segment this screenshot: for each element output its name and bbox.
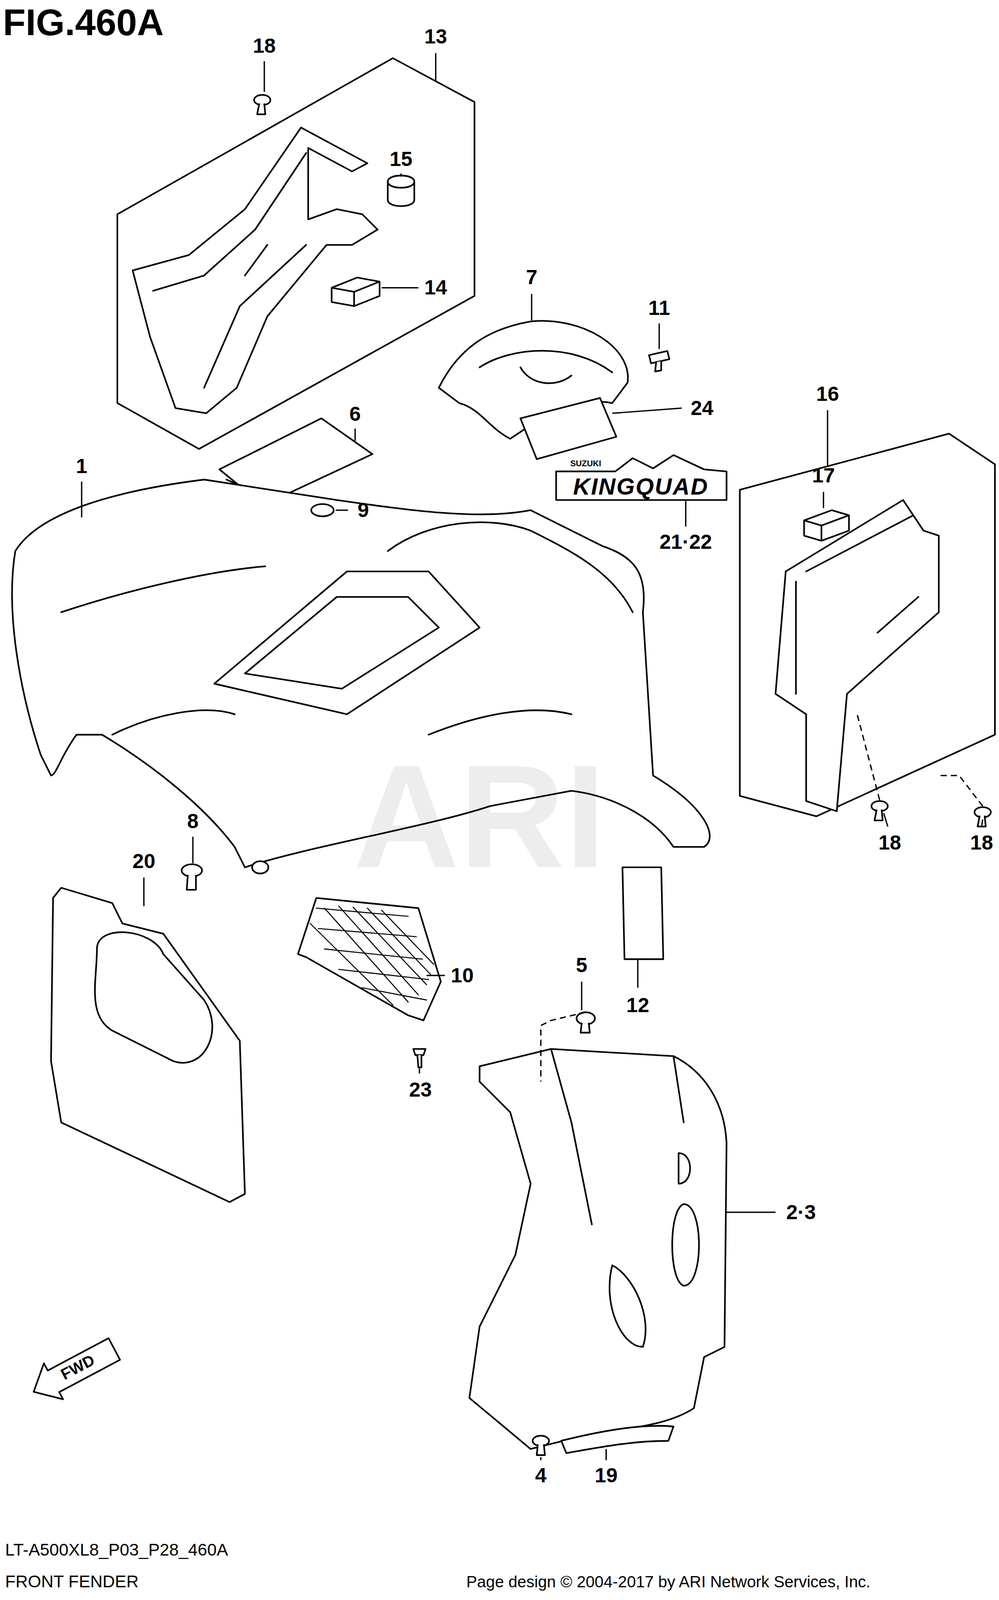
part-detail bbox=[61, 522, 633, 735]
leader-line bbox=[354, 428, 356, 441]
leader-line bbox=[726, 1211, 776, 1213]
callout-number: 18 bbox=[252, 35, 276, 57]
rivet bbox=[532, 1436, 549, 1456]
callout-number: 1 bbox=[76, 456, 88, 477]
pad-24 bbox=[520, 397, 617, 459]
callout-number: 17 bbox=[811, 465, 835, 486]
figure-code: LT-A500XL8_P03_P28_460A bbox=[4, 1540, 229, 1559]
callout-number: 10 bbox=[450, 965, 474, 986]
forward-arrow bbox=[33, 1338, 121, 1400]
callout-number: 20 bbox=[132, 851, 156, 872]
leader-line bbox=[400, 173, 402, 177]
callout-number: 2·3 bbox=[786, 1202, 816, 1223]
leader-line bbox=[81, 481, 83, 518]
cushion-15 bbox=[387, 175, 415, 207]
callout-number: 16 bbox=[816, 383, 840, 405]
rivet bbox=[576, 1012, 596, 1033]
leader-lines bbox=[81, 53, 983, 1461]
callout-number: 18 bbox=[878, 832, 902, 854]
strip-19 bbox=[561, 1425, 674, 1454]
inner-fender-part bbox=[775, 499, 939, 812]
leader-line bbox=[143, 877, 145, 907]
leader-line bbox=[426, 975, 446, 977]
brand-text: SUZUKI bbox=[570, 458, 602, 468]
callout-number: 4 bbox=[535, 1465, 547, 1486]
leader-line bbox=[541, 1012, 586, 1082]
rivet bbox=[253, 94, 271, 115]
leader-line bbox=[857, 714, 880, 801]
leader-line bbox=[540, 1456, 542, 1460]
kit-outline bbox=[117, 58, 475, 449]
callout-number: 7 bbox=[525, 267, 538, 288]
callout-number: 12 bbox=[626, 995, 650, 1016]
mud-guard bbox=[469, 1048, 727, 1449]
leader-line bbox=[658, 323, 661, 350]
leader-line bbox=[612, 408, 682, 414]
leader-line bbox=[981, 819, 983, 827]
callout-number: 15 bbox=[389, 148, 413, 170]
callout-number: 5 bbox=[576, 955, 588, 976]
leader-line bbox=[827, 410, 829, 466]
part-detail bbox=[152, 152, 306, 388]
figure-title: FIG.460A bbox=[2, 3, 164, 42]
leader-line bbox=[637, 959, 639, 989]
part-detail bbox=[251, 861, 269, 874]
pad-14 bbox=[331, 277, 380, 307]
pad-12 bbox=[622, 867, 664, 959]
callout-number: 18 bbox=[970, 832, 994, 854]
pad-17 bbox=[804, 510, 850, 542]
arrow-label: FWD bbox=[58, 1352, 97, 1383]
grille-mesh bbox=[310, 906, 434, 1006]
leader-line bbox=[435, 53, 437, 83]
leader-line bbox=[822, 491, 825, 508]
callout-number: 19 bbox=[594, 1465, 618, 1486]
callout-number: 13 bbox=[424, 26, 448, 47]
callout-number: 24 bbox=[690, 397, 714, 419]
leader-line bbox=[263, 61, 266, 92]
leader-line bbox=[192, 836, 194, 864]
figure-caption: FRONT FENDER bbox=[4, 1572, 139, 1590]
leader-line bbox=[381, 287, 419, 289]
leader-line bbox=[530, 293, 533, 321]
callout-number: 11 bbox=[648, 297, 670, 319]
callout-number: 9 bbox=[357, 499, 369, 521]
leader-line bbox=[581, 981, 583, 1011]
leader-line bbox=[605, 1449, 607, 1461]
callout-number: 14 bbox=[424, 277, 448, 298]
rivet bbox=[974, 807, 991, 827]
grommet bbox=[311, 503, 334, 517]
decal bbox=[556, 455, 727, 500]
callout-number: 6 bbox=[349, 403, 361, 425]
copyright-note: Page design © 2004-2017 by ARI Network S… bbox=[466, 1573, 871, 1590]
leader-line bbox=[418, 1068, 421, 1074]
callout-number: 21·22 bbox=[659, 531, 712, 553]
leader-line bbox=[883, 813, 888, 827]
watermark: ARI bbox=[353, 743, 606, 890]
part-detail bbox=[479, 350, 613, 383]
bolt bbox=[181, 864, 203, 890]
grille-10 bbox=[297, 897, 441, 1021]
inner-fender-part bbox=[132, 127, 378, 414]
screw bbox=[648, 351, 670, 372]
part-detail bbox=[795, 515, 919, 694]
kit-outline bbox=[739, 433, 995, 817]
part-detail bbox=[94, 932, 212, 1063]
leader-line bbox=[685, 500, 687, 527]
leader-line bbox=[938, 775, 983, 807]
callout-number: 23 bbox=[409, 1079, 433, 1101]
decal-text: KINGQUAD bbox=[573, 475, 709, 499]
panel-20 bbox=[50, 887, 245, 1203]
leader-line bbox=[335, 509, 349, 512]
screw bbox=[413, 1048, 426, 1068]
callout-number: 8 bbox=[187, 811, 199, 832]
part-detail bbox=[551, 1048, 700, 1347]
